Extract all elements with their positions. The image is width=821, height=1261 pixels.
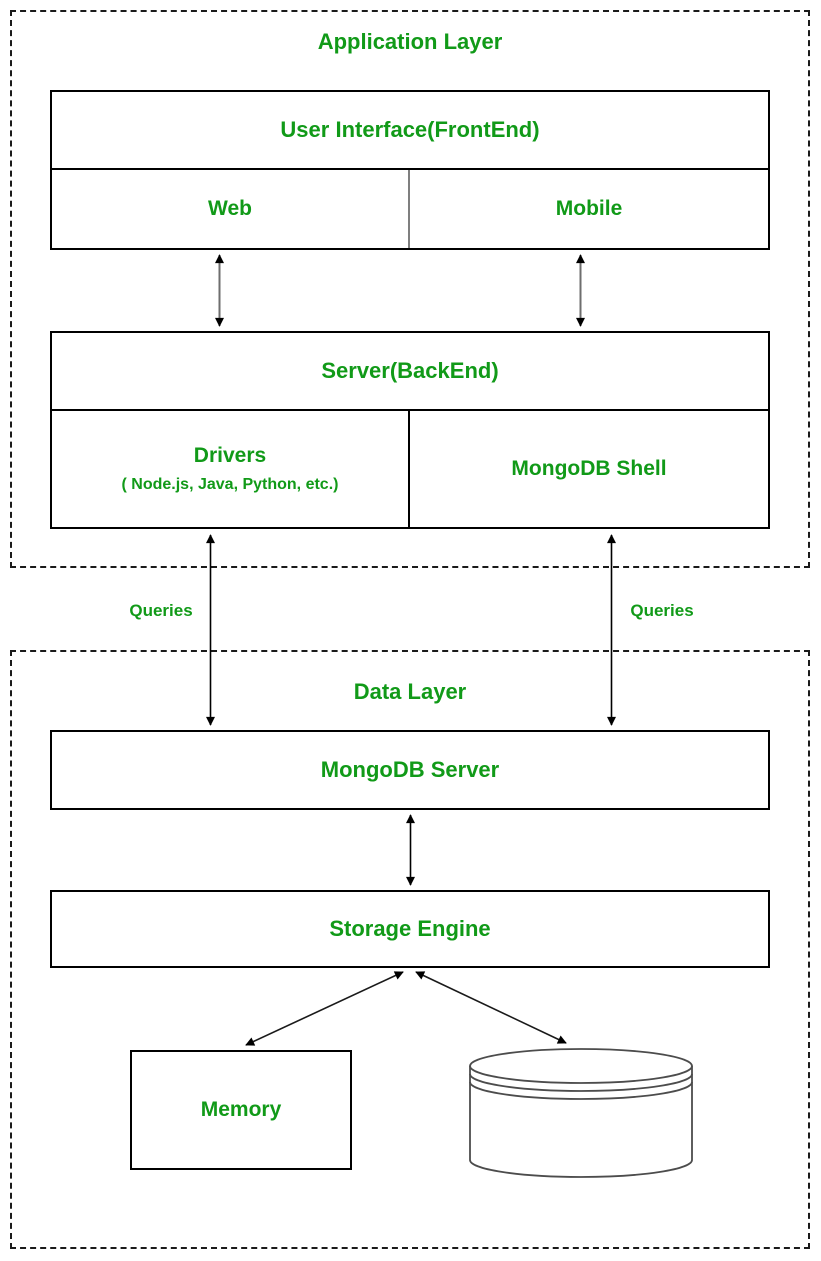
server-title: Server(BackEnd) (321, 358, 499, 384)
storage-engine-box: Storage Engine (50, 890, 770, 968)
mobile-cell: Mobile (410, 170, 768, 248)
data-layer-region (10, 650, 810, 1249)
drivers-cell: Drivers ( Node.js, Java, Python, etc.) (52, 411, 410, 527)
memory-label: Memory (200, 1097, 282, 1121)
file-label: File (562, 1119, 600, 1142)
data-layer-title: Data Layer (353, 679, 467, 704)
web-cell: Web (52, 170, 410, 248)
mobile-label: Mobile (555, 196, 623, 220)
user-interface-box: User Interface(FrontEnd) Web Mobile (50, 90, 770, 250)
user-interface-title: User Interface(FrontEnd) (280, 117, 540, 143)
mongodb-shell-label: MongoDB Shell (511, 456, 667, 480)
application-layer-region (10, 10, 810, 568)
web-label: Web (208, 196, 252, 220)
server-box: Server(BackEnd) Drivers ( Node.js, Java,… (50, 331, 770, 529)
drivers-subtitle: ( Node.js, Java, Python, etc.) (121, 476, 339, 494)
memory-box: Memory (130, 1050, 352, 1170)
mongodb-shell-cell: MongoDB Shell (410, 411, 768, 527)
drivers-title: Drivers (193, 443, 267, 467)
application-layer-title: Application Layer (317, 29, 503, 54)
storage-engine-label: Storage Engine (329, 916, 491, 942)
left-queries-label: Queries (129, 601, 193, 620)
mongodb-server-label: MongoDB Server (320, 757, 500, 783)
right-queries-label: Queries (630, 601, 694, 620)
mongodb-server-box: MongoDB Server (50, 730, 770, 810)
